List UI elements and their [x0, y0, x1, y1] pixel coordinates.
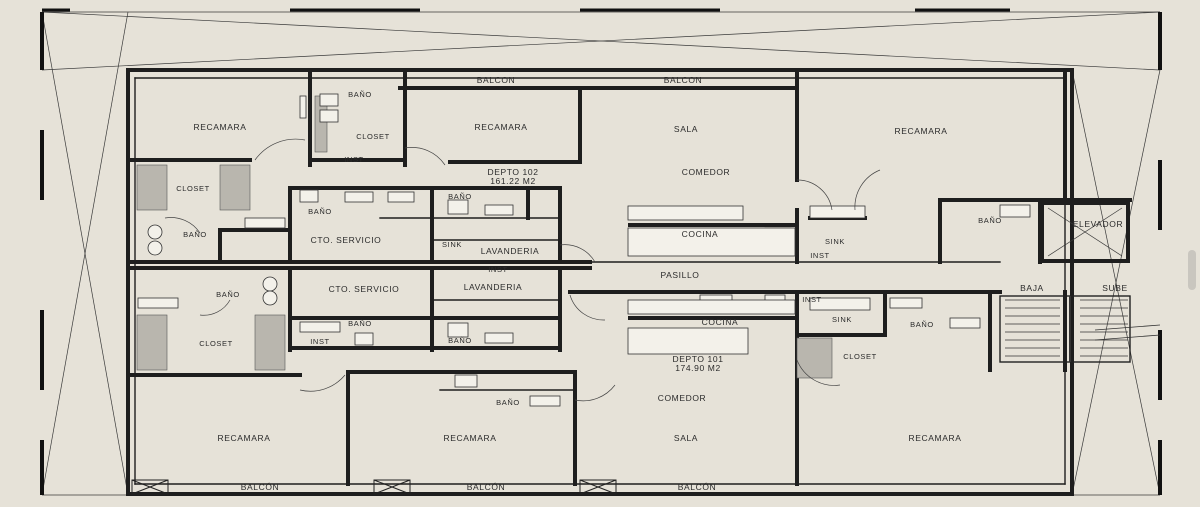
- room-labels: BALCON BALCON RECAMARA RECAMARA RECAMARA…: [176, 75, 1128, 492]
- label-bano-1: BAÑO: [348, 90, 372, 99]
- scrollbar-handle[interactable]: [1188, 250, 1196, 290]
- label-recamara-1: RECAMARA: [194, 122, 247, 132]
- label-sube: SUBE: [1102, 283, 1128, 293]
- label-bano-2: BAÑO: [308, 207, 332, 216]
- label-depto-102-name: DEPTO 102: [487, 167, 538, 177]
- balcony-markers: [131, 479, 617, 495]
- label-sink-3: SINK: [442, 240, 462, 249]
- label-comedor-1: COMEDOR: [682, 167, 731, 177]
- label-bano-7: BAÑO: [448, 336, 472, 345]
- label-sink-2: SINK: [832, 315, 852, 324]
- label-closet-4: CLOSET: [843, 352, 877, 361]
- label-bano-8: BAÑO: [496, 398, 520, 407]
- label-cto-servicio-1: CTO. SERVICIO: [311, 235, 382, 245]
- label-depto-101-name: DEPTO 101: [672, 354, 723, 364]
- label-bano-4: BAÑO: [183, 230, 207, 239]
- label-balcon-3: BALCÓN: [241, 482, 280, 492]
- label-baja: BAJA: [1020, 283, 1044, 293]
- closet-fills: [136, 95, 833, 379]
- door-swings: [164, 138, 881, 402]
- label-depto-102-area: 161.22 M2: [490, 176, 536, 186]
- label-balcon-5: BALCÓN: [678, 482, 717, 492]
- interior-walls: [128, 68, 1132, 486]
- label-bano-6: BAÑO: [348, 319, 372, 328]
- label-bano-9: BAÑO: [978, 216, 1002, 225]
- label-inst-5: INST: [810, 251, 829, 260]
- label-lavanderia-2: LAVANDERIA: [464, 282, 523, 292]
- label-pasillo: PASILLO: [660, 270, 699, 280]
- label-bano-10: BAÑO: [910, 320, 934, 329]
- elevator: [1040, 201, 1130, 263]
- label-inst-3: INST: [310, 337, 329, 346]
- label-recamara-4: RECAMARA: [218, 433, 271, 443]
- label-sink-1: SINK: [825, 237, 845, 246]
- label-inst-2: INST: [488, 265, 507, 274]
- label-recamara-5: RECAMARA: [444, 433, 497, 443]
- label-comedor-2: COMEDOR: [658, 393, 707, 403]
- label-inst-1: INST: [344, 155, 363, 164]
- label-cocina-2: COCINA: [702, 317, 739, 327]
- label-elevador: ELEVADOR: [1073, 219, 1123, 229]
- label-depto-101-area: 174.90 M2: [675, 363, 721, 373]
- label-closet-1: CLOSET: [356, 132, 390, 141]
- label-bano-3: BAÑO: [448, 192, 472, 201]
- kitchen-counters: [627, 205, 871, 355]
- label-balcon-1: BALCON: [477, 75, 516, 85]
- label-sala-2: SALA: [674, 433, 698, 443]
- label-inst-4: INST: [802, 295, 821, 304]
- label-recamara-3: RECAMARA: [895, 126, 948, 136]
- border-ticks: [40, 8, 1162, 495]
- label-recamara-2: RECAMARA: [475, 122, 528, 132]
- label-sala-1: SALA: [674, 124, 698, 134]
- label-balcon-4: BALCÓN: [467, 482, 506, 492]
- label-lavanderia-1: LAVANDERIA: [481, 246, 540, 256]
- label-cto-servicio-2: CTO. SERVICIO: [329, 284, 400, 294]
- label-recamara-6: RECAMARA: [909, 433, 962, 443]
- label-closet-3: CLOSET: [199, 339, 233, 348]
- label-closet-2: CLOSET: [176, 184, 210, 193]
- label-bano-5: BAÑO: [216, 290, 240, 299]
- label-balcon-2: BALCON: [664, 75, 703, 85]
- construction-lines: [41, 11, 1161, 496]
- stairs: [999, 295, 1161, 363]
- label-cocina-1: COCINA: [682, 229, 719, 239]
